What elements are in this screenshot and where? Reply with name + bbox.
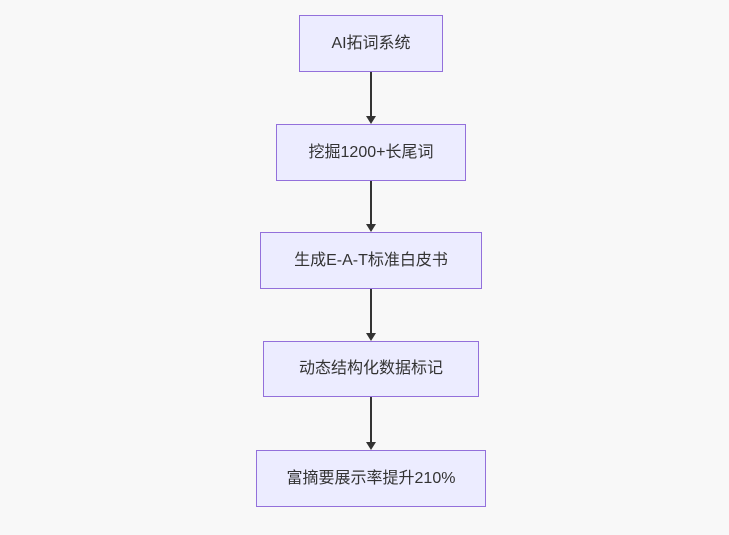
flow-arrow-3 [366,289,376,341]
arrow-line [370,397,372,442]
flow-node-ai-word-system: AI拓词系统 [299,15,443,72]
arrow-line [370,181,372,224]
flow-node-rich-snippet-result: 富摘要展示率提升210% [256,450,486,507]
flow-node-label: 挖掘1200+长尾词 [308,143,434,161]
flow-node-label: AI拓词系统 [331,34,411,52]
flow-arrow-1 [366,72,376,124]
arrow-line [370,72,372,116]
arrowhead-down-icon [366,224,376,232]
arrowhead-down-icon [366,333,376,341]
flow-arrow-4 [366,397,376,450]
arrow-line [370,289,372,333]
flow-arrow-2 [366,181,376,232]
flow-node-label: 生成E-A-T标准白皮书 [294,251,448,269]
flow-node-eat-whitepaper: 生成E-A-T标准白皮书 [260,232,482,289]
arrowhead-down-icon [366,116,376,124]
flow-node-label: 富摘要展示率提升210% [286,469,456,487]
flow-node-label: 动态结构化数据标记 [298,360,443,378]
flow-node-longtail-mining: 挖掘1200+长尾词 [276,124,466,181]
arrowhead-down-icon [366,442,376,450]
flow-node-structured-data: 动态结构化数据标记 [263,341,479,397]
